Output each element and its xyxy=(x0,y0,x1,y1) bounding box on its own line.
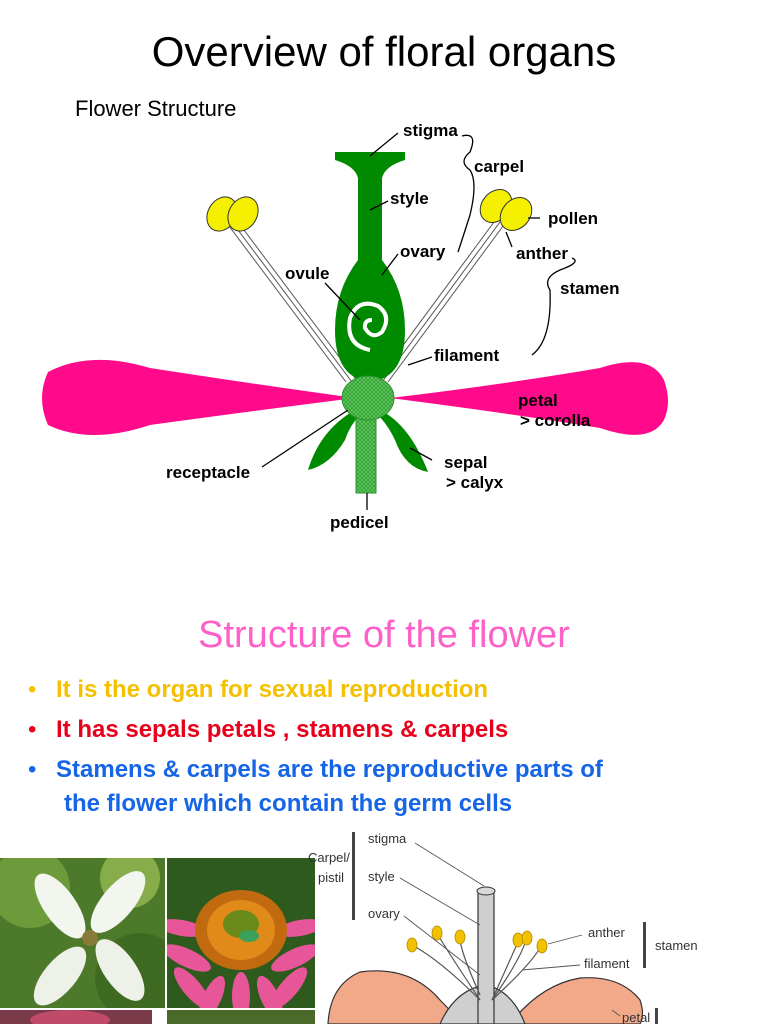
page-title: Overview of floral organs xyxy=(151,28,617,75)
bullet-glyph: • xyxy=(28,676,37,703)
label-stamen: stamen xyxy=(560,279,620,298)
label2-pistil: pistil xyxy=(318,870,344,885)
sepal-left xyxy=(308,410,360,470)
label2-anther: anther xyxy=(588,925,626,940)
green-photo-bottom xyxy=(167,1010,315,1024)
bullet-glyph: • xyxy=(28,756,37,783)
bullet-item-3: •Stamens & carpels are the reproductive … xyxy=(28,756,603,783)
ovule-spiral xyxy=(347,301,389,352)
carpel-stamen-diagram: stigma Carpel/ pistil style ovary anther… xyxy=(308,831,698,1024)
label-anther: anther xyxy=(516,244,568,263)
pedicel xyxy=(355,414,377,494)
label2-carpel: Carpel/ xyxy=(308,850,350,865)
label-ovary: ovary xyxy=(400,242,446,261)
bullet-item-3-continuation: the flower which contain the germ cells xyxy=(64,790,513,817)
label-sepal: sepal xyxy=(444,453,487,472)
section-title: Structure of the flower xyxy=(198,614,570,656)
flower-structure-diagram: stigma carpel style ovary ovule pollen a… xyxy=(42,121,668,532)
coneflower-photo xyxy=(167,858,315,1008)
label-corolla: > corolla xyxy=(520,411,591,430)
label-filament: filament xyxy=(434,346,500,365)
sepal-right xyxy=(378,410,428,472)
carpel xyxy=(335,152,405,382)
label-style: style xyxy=(390,189,429,208)
pollen-left-2 xyxy=(227,196,259,232)
label2-filament: filament xyxy=(584,956,630,971)
receptacle xyxy=(341,375,395,421)
pollen-right-2 xyxy=(499,197,533,231)
label-stigma: stigma xyxy=(403,121,458,140)
bullet-glyph: • xyxy=(28,716,37,743)
label-ovule: ovule xyxy=(285,264,329,283)
label-carpel: carpel xyxy=(474,157,524,176)
diagram-subtitle: Flower Structure xyxy=(75,96,237,121)
label-petal: petal xyxy=(518,391,558,410)
petal-right xyxy=(390,362,668,435)
label2-stamen: stamen xyxy=(655,938,698,953)
label-pollen: pollen xyxy=(548,209,598,228)
label2-stigma: stigma xyxy=(368,831,407,846)
label2-petal: petal xyxy=(622,1010,650,1024)
label2-style: style xyxy=(368,869,395,884)
bullet-item-2: •It has sepals petals , stamens & carpel… xyxy=(28,716,509,743)
pink-flower-photo-bottom xyxy=(0,1010,152,1024)
label-receptacle: receptacle xyxy=(166,463,250,482)
label-pedicel: pedicel xyxy=(330,513,389,532)
petal-left xyxy=(42,359,355,435)
bullet-item-1: •It is the organ for sexual reproduction xyxy=(28,676,489,703)
white-flower-photo xyxy=(0,858,165,1008)
label2-ovary: ovary xyxy=(368,906,400,921)
label-calyx: > calyx xyxy=(446,473,504,492)
